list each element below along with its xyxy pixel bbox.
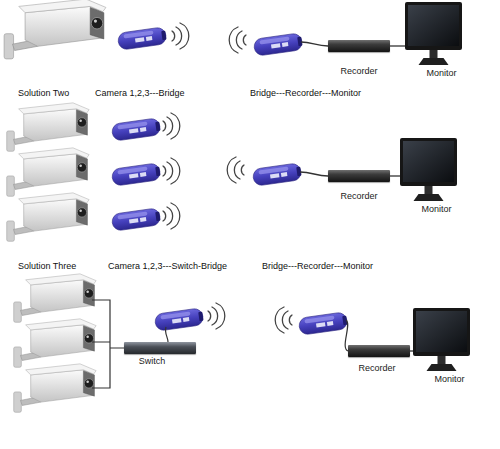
wireless-waves — [227, 157, 244, 183]
device-label: Recorder — [340, 66, 377, 76]
device-label: Monitor — [434, 374, 464, 384]
recorder-device: Recorder — [328, 170, 390, 182]
video-cable — [390, 175, 400, 176]
cable — [165, 327, 168, 342]
camera — [14, 274, 96, 322]
monitor-device: Monitor — [405, 2, 462, 66]
cable — [300, 172, 328, 176]
camera-cables — [92, 300, 124, 388]
video-cable — [410, 350, 413, 351]
monitor-device: Monitor — [413, 308, 470, 372]
flow-label: Bridge---Recorder---Monitor — [262, 261, 373, 271]
recorder-device: Recorder — [348, 345, 410, 357]
video-cable — [390, 45, 405, 46]
flow-label: Bridge---Recorder---Monitor — [250, 88, 361, 98]
camera — [7, 148, 89, 196]
solution-heading: Solution Three — [18, 261, 76, 271]
cable — [301, 42, 328, 46]
wireless-bridge — [298, 312, 348, 336]
camera — [7, 103, 89, 151]
wireless-waves — [163, 113, 180, 139]
wireless-bridge — [111, 118, 161, 142]
camera — [7, 193, 89, 241]
wireless-waves — [208, 303, 225, 329]
recorder-device: Recorder — [328, 40, 390, 52]
monitor-outline — [405, 2, 462, 66]
wireless-waves — [163, 203, 180, 229]
wireless-bridge — [253, 33, 303, 57]
camera — [14, 319, 96, 367]
wireless-waves — [229, 27, 246, 53]
device-label: Recorder — [358, 363, 395, 373]
flow-label: Camera 1,2,3---Switch-Bridge — [108, 261, 227, 271]
monitor-device: Monitor — [400, 138, 457, 202]
monitor-outline — [413, 308, 470, 372]
wireless-bridge — [117, 27, 167, 51]
wireless-bridge — [111, 163, 161, 187]
monitor-outline — [400, 138, 457, 202]
flow-label: Camera 1,2,3---Bridge — [95, 88, 185, 98]
camera — [4, 0, 106, 59]
device-label: Switch — [139, 356, 166, 366]
wireless-waves — [275, 307, 292, 333]
wireless-bridge — [252, 163, 302, 187]
wireless-bridge — [111, 208, 161, 232]
solution-heading: Solution Two — [18, 88, 69, 98]
switch-device: Switch — [124, 342, 196, 354]
wireless-bridge — [154, 308, 204, 332]
device-label: Recorder — [340, 191, 377, 201]
camera — [14, 364, 96, 412]
wireless-waves — [163, 158, 180, 184]
device-label: Monitor — [426, 68, 456, 78]
device-label: Monitor — [421, 204, 451, 214]
wireless-waves — [172, 23, 189, 49]
